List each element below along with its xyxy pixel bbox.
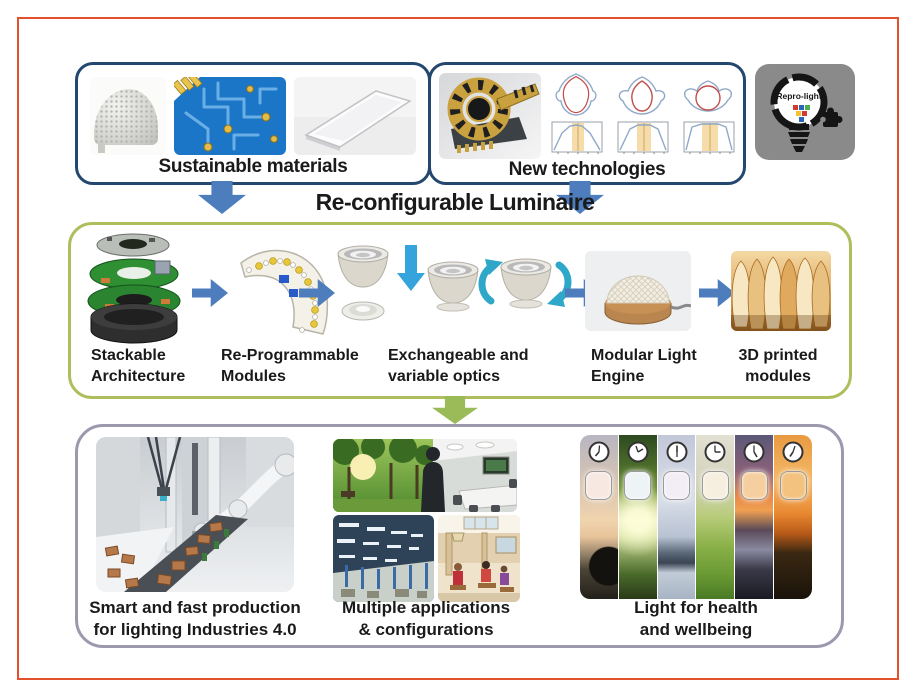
puzzle-piece-icon [820,107,843,127]
pixel-squares-icon [793,105,810,122]
stackable-architecture-image [87,233,181,344]
sustainable-materials-label: Sustainable materials [158,156,348,177]
led-panel-image [294,77,416,155]
optics-down-arrow-icon [397,245,425,291]
daylight-strips [580,435,812,599]
repro-light-logo: Repro-light [755,64,855,160]
applications-label: Multiple applications& configurations [341,598,511,639]
clock-icon [666,441,688,463]
reprogrammable-module-image [240,249,329,335]
right-arrow-icon [192,279,228,307]
modular-light-engine-image [585,251,691,331]
optics-cup-lens-image [337,245,389,321]
foam-stem-shape [98,143,105,153]
light-panel [585,471,613,500]
flexible-pcb-image [439,73,541,159]
light-panel [624,471,652,500]
new-technologies-box: New technologies [428,62,746,185]
logo-text: Repro-light [776,91,821,101]
optics-cup-rotate-image [478,258,572,309]
intensity-graph-2 [617,121,669,154]
time-strip-evening [774,435,812,599]
park-office-image [333,439,517,512]
warehouse-image [333,515,434,602]
time-strip-morning [618,435,657,599]
printed-modules-image [731,251,831,331]
rotate-arrows-icon [478,259,572,307]
time-strip-dawn [580,435,618,599]
light-panel [663,471,691,500]
time-strip-afternoon [696,435,735,599]
figure-border [17,17,899,680]
lightbulb-icon: Repro-light [770,73,843,152]
light-distribution-plot-3 [684,80,732,112]
light-panel [701,471,729,500]
sustainable-materials-box: Sustainable materials [75,62,431,185]
foam-dome-shape [94,89,158,145]
clock-icon [627,441,649,463]
clock-icon [588,441,610,463]
intensity-graph-3 [683,121,735,154]
time-strip-midday [657,435,696,599]
light-distribution-plot-1 [555,73,597,116]
new-technologies-label: New technologies [508,159,666,180]
optics-cup-down-image [397,245,479,312]
clock-icon [743,441,765,463]
light-distribution-plot-2 [618,76,666,115]
clock-icon [782,441,804,463]
time-strip-sunset [735,435,774,599]
clock-icon [704,441,726,463]
intensity-graph-1 [551,121,603,154]
pcb-material-image [174,77,286,155]
right-arrow-icon [699,279,735,307]
reconfigurable-luminaire-title: Re-configurable Luminaire [315,189,595,215]
light-panel [779,471,807,500]
light-panel [740,471,768,500]
production-image [96,437,294,592]
foam-material-image [90,77,166,155]
cafe-image [438,515,520,602]
